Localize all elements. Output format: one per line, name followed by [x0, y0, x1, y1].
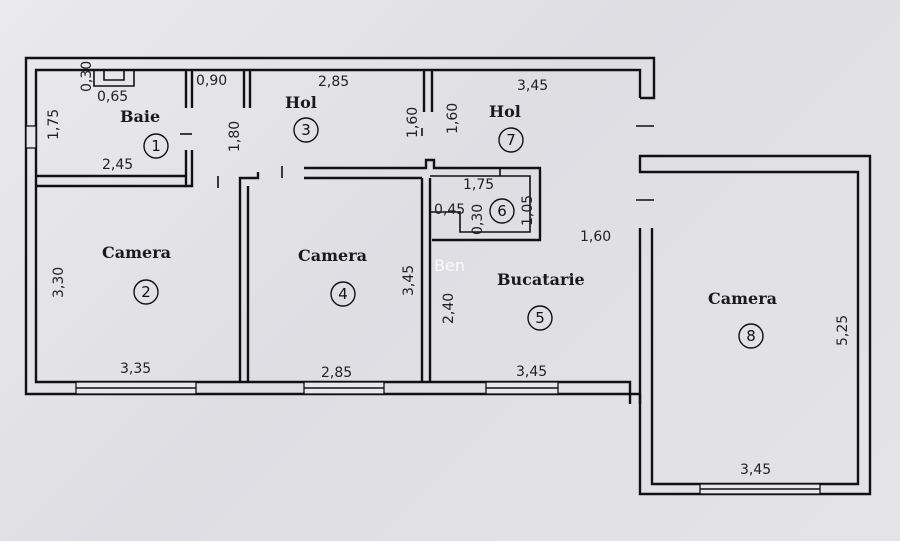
dim-bucatarie-bottom: 3,45	[516, 364, 547, 380]
room-number-5: 5	[535, 309, 545, 327]
room-number-3: 3	[301, 121, 311, 139]
room-number-7: 7	[506, 131, 516, 149]
dim-corridor: 1,60	[580, 229, 611, 245]
dim-door-width: 0,90	[196, 73, 227, 89]
room-name-baie: Baie	[120, 107, 160, 126]
dim-baie-bottom: 2,45	[102, 157, 133, 173]
dim-baie-top-a: 0,30	[79, 61, 95, 92]
dim-room6-left: 0,45	[434, 202, 465, 218]
exterior-walls	[24, 56, 872, 496]
room-name-camera-2: Camera	[102, 243, 171, 262]
room-name-camera-4: Camera	[298, 246, 367, 265]
dim-camera8-right: 5,25	[835, 315, 851, 346]
dim-hol3-side: 1,80	[227, 121, 243, 152]
dim-hol7-left: 1,60	[445, 103, 461, 134]
room-name-camera-8: Camera	[708, 289, 777, 308]
room-name-hol-3: Hol	[285, 93, 317, 112]
room-name-hol-7: Hol	[489, 102, 521, 121]
dim-camera8-bottom: 3,45	[740, 462, 771, 478]
room-number-1: 1	[151, 137, 161, 155]
dim-room6-mid: 0,30	[470, 204, 486, 235]
dim-hol3-right: 1,60	[405, 107, 421, 138]
watermark: Ben	[434, 256, 465, 275]
dim-bucatarie-left: 2,40	[441, 293, 457, 324]
dim-camera4-right: 3,45	[401, 265, 417, 296]
dim-room6-right: 1,05	[520, 195, 536, 226]
room-labels: Baie 1 Camera 2 Hol 3 Camera 4 Bucatarie…	[102, 93, 777, 349]
dim-hol3-top: 2,85	[318, 74, 349, 90]
dim-room6-top: 1,75	[463, 177, 494, 193]
dim-baie-left: 1,75	[46, 109, 62, 140]
room-number-4: 4	[338, 285, 348, 303]
dimension-labels: 0,30 0,65 1,75 2,45 0,90 1,80 2,85 1,60 …	[46, 61, 851, 478]
windows	[75, 381, 821, 495]
dim-camera4-bottom: 2,85	[321, 365, 352, 381]
dim-camera2-bottom: 3,35	[120, 361, 151, 377]
room-number-6: 6	[497, 202, 507, 220]
room-number-8: 8	[746, 327, 756, 345]
room-number-2: 2	[141, 283, 151, 301]
dim-camera2-left: 3,30	[51, 267, 67, 298]
interior-walls	[25, 70, 654, 382]
dim-hol7-top: 3,45	[517, 78, 548, 94]
room-name-bucatarie: Bucatarie	[497, 270, 585, 289]
dim-baie-top-b: 0,65	[97, 89, 128, 105]
